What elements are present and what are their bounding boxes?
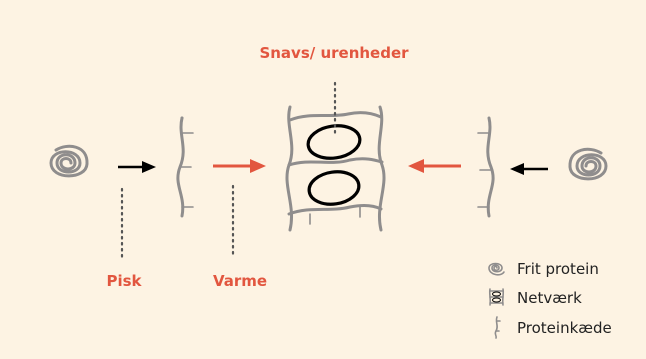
- legend-label-network: Netværk: [517, 289, 582, 307]
- legend-label-free-protein: Frit protein: [517, 260, 599, 278]
- label-heat: Varme: [213, 272, 267, 290]
- legend-label-protein-chain: Proteinkæde: [517, 319, 612, 337]
- label-whisk: Pisk: [106, 272, 142, 290]
- label-impurities: Snavs/ urenheder: [259, 44, 409, 62]
- legend-network-icon: [490, 289, 504, 305]
